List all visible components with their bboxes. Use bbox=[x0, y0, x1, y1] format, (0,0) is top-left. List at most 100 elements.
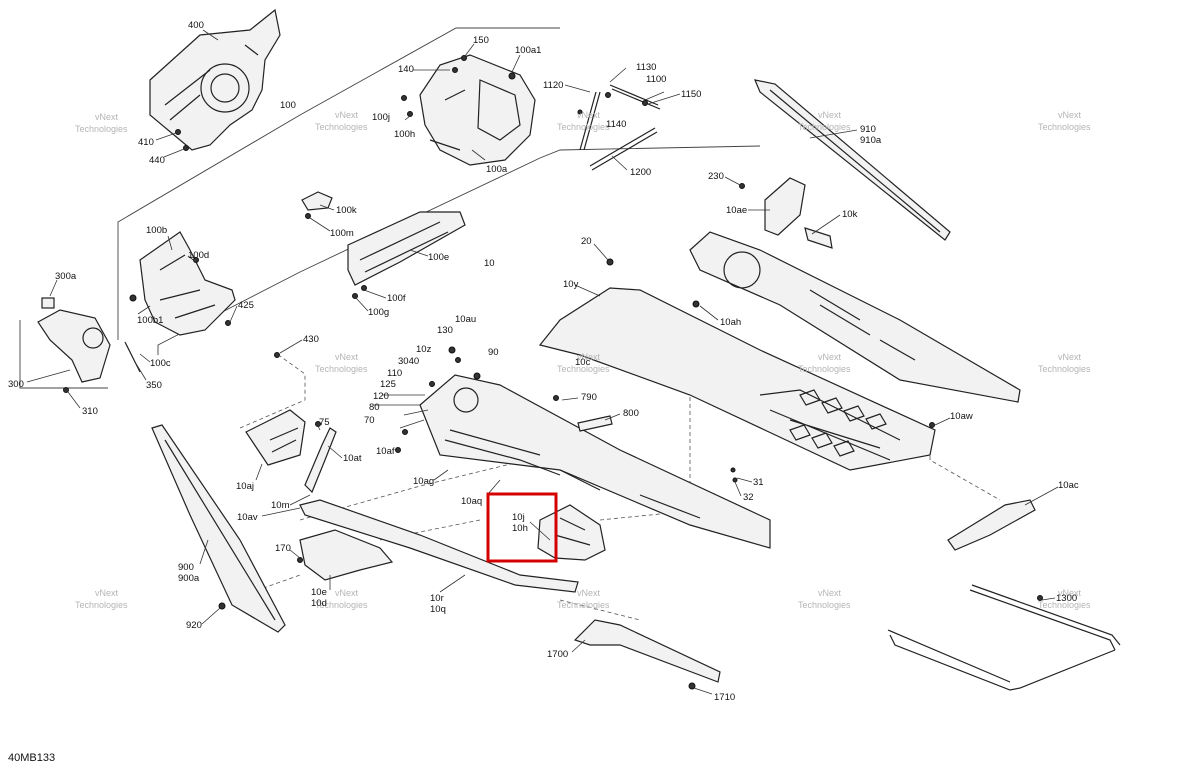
svg-text:vNext: vNext bbox=[577, 110, 601, 120]
label-10r: 10r bbox=[430, 593, 444, 604]
leader-lines bbox=[26, 29, 1059, 695]
part-10j-10h-bracket bbox=[537, 504, 606, 561]
part-10ac-bracket bbox=[947, 499, 1036, 551]
label-10aj: 10aj bbox=[236, 481, 254, 492]
svg-text:vNext: vNext bbox=[1058, 588, 1082, 598]
part-100a-housing bbox=[419, 54, 536, 166]
label-10ae: 10ae bbox=[726, 205, 747, 216]
part-1700-skid bbox=[573, 619, 721, 683]
label-410: 410 bbox=[138, 137, 154, 148]
label-900: 900 bbox=[178, 562, 194, 573]
part-300-spindle bbox=[37, 297, 111, 383]
label-10z: 10z bbox=[416, 344, 432, 355]
label-425: 425 bbox=[238, 300, 254, 311]
label-1140: 1140 bbox=[606, 119, 626, 130]
label-310: 310 bbox=[82, 406, 98, 417]
svg-text:vNext: vNext bbox=[1058, 352, 1082, 362]
label-800: 800 bbox=[623, 408, 639, 419]
label-920: 920 bbox=[186, 620, 202, 631]
part-910-rail bbox=[754, 79, 951, 241]
label-1120: 1120 bbox=[543, 80, 563, 91]
label-100h: 100h bbox=[394, 129, 415, 140]
label-900a: 900a bbox=[178, 573, 200, 584]
part-labels: 400 410 440 100 150 140 100a1 100j 100h … bbox=[8, 20, 1079, 703]
label-100f: 100f bbox=[387, 293, 406, 304]
label-100b: 100b bbox=[146, 225, 167, 236]
label-10ah: 10ah bbox=[720, 317, 741, 328]
label-1710: 1710 bbox=[714, 692, 735, 703]
diagram-code: 40MB133 bbox=[8, 752, 56, 764]
label-10h: 10h bbox=[512, 523, 528, 534]
svg-text:vNext: vNext bbox=[818, 110, 842, 120]
label-10aw: 10aw bbox=[950, 411, 973, 422]
part-tie-rods bbox=[579, 84, 661, 171]
label-100c: 100c bbox=[150, 358, 171, 369]
svg-text:Technologies: Technologies bbox=[1038, 122, 1091, 132]
label-3040: 3040 bbox=[398, 356, 419, 367]
svg-text:vNext: vNext bbox=[335, 588, 359, 598]
svg-text:Technologies: Technologies bbox=[557, 600, 610, 610]
label-1130: 1130 bbox=[636, 62, 656, 73]
svg-text:Technologies: Technologies bbox=[75, 600, 128, 610]
label-910a: 910a bbox=[860, 135, 882, 146]
label-910: 910 bbox=[860, 124, 876, 135]
label-120: 120 bbox=[373, 391, 389, 402]
label-10af: 10af bbox=[376, 446, 395, 457]
label-110: 110 bbox=[387, 368, 402, 379]
label-100: 100 bbox=[280, 100, 296, 111]
label-10at: 10at bbox=[343, 453, 362, 464]
svg-text:Technologies: Technologies bbox=[798, 122, 851, 132]
svg-text:vNext: vNext bbox=[818, 352, 842, 362]
part-10r-rail bbox=[299, 499, 579, 593]
label-100a: 100a bbox=[486, 164, 508, 175]
part-10e-guard bbox=[299, 529, 394, 581]
part-10aj-bracket bbox=[245, 409, 306, 466]
label-100k: 100k bbox=[336, 205, 357, 216]
label-130: 130 bbox=[437, 325, 453, 336]
svg-text:vNext: vNext bbox=[818, 588, 842, 598]
part-100e-plate bbox=[347, 211, 466, 286]
label-1300: 1300 bbox=[1056, 593, 1077, 604]
part-350-pin bbox=[124, 341, 141, 373]
label-10ac: 10ac bbox=[1058, 480, 1079, 491]
svg-text:Technologies: Technologies bbox=[75, 124, 128, 134]
part-10ae-bracket bbox=[764, 177, 833, 249]
part-left-side-rail bbox=[419, 374, 771, 549]
label-70: 70 bbox=[364, 415, 375, 426]
svg-text:Technologies: Technologies bbox=[557, 122, 610, 132]
label-790: 790 bbox=[581, 392, 597, 403]
hardware-dots bbox=[63, 55, 1043, 690]
svg-text:Technologies: Technologies bbox=[315, 600, 368, 610]
highlight-box bbox=[486, 492, 558, 563]
label-100j: 100j bbox=[372, 112, 390, 123]
svg-text:Technologies: Technologies bbox=[1038, 600, 1091, 610]
label-300a: 300a bbox=[55, 271, 77, 282]
label-1200: 1200 bbox=[630, 167, 651, 178]
label-10aq: 10aq bbox=[461, 496, 482, 507]
svg-text:vNext: vNext bbox=[335, 110, 359, 120]
label-100g: 100g bbox=[368, 307, 389, 318]
label-80: 80 bbox=[369, 402, 380, 413]
label-440: 440 bbox=[149, 155, 165, 166]
part-800-plate bbox=[577, 415, 613, 432]
label-32: 32 bbox=[743, 492, 754, 503]
svg-text:Technologies: Technologies bbox=[557, 364, 610, 374]
label-75: 75 bbox=[319, 417, 330, 428]
svg-text:Technologies: Technologies bbox=[315, 122, 368, 132]
svg-text:Technologies: Technologies bbox=[798, 364, 851, 374]
label-150: 150 bbox=[473, 35, 489, 46]
label-430: 430 bbox=[303, 334, 319, 345]
